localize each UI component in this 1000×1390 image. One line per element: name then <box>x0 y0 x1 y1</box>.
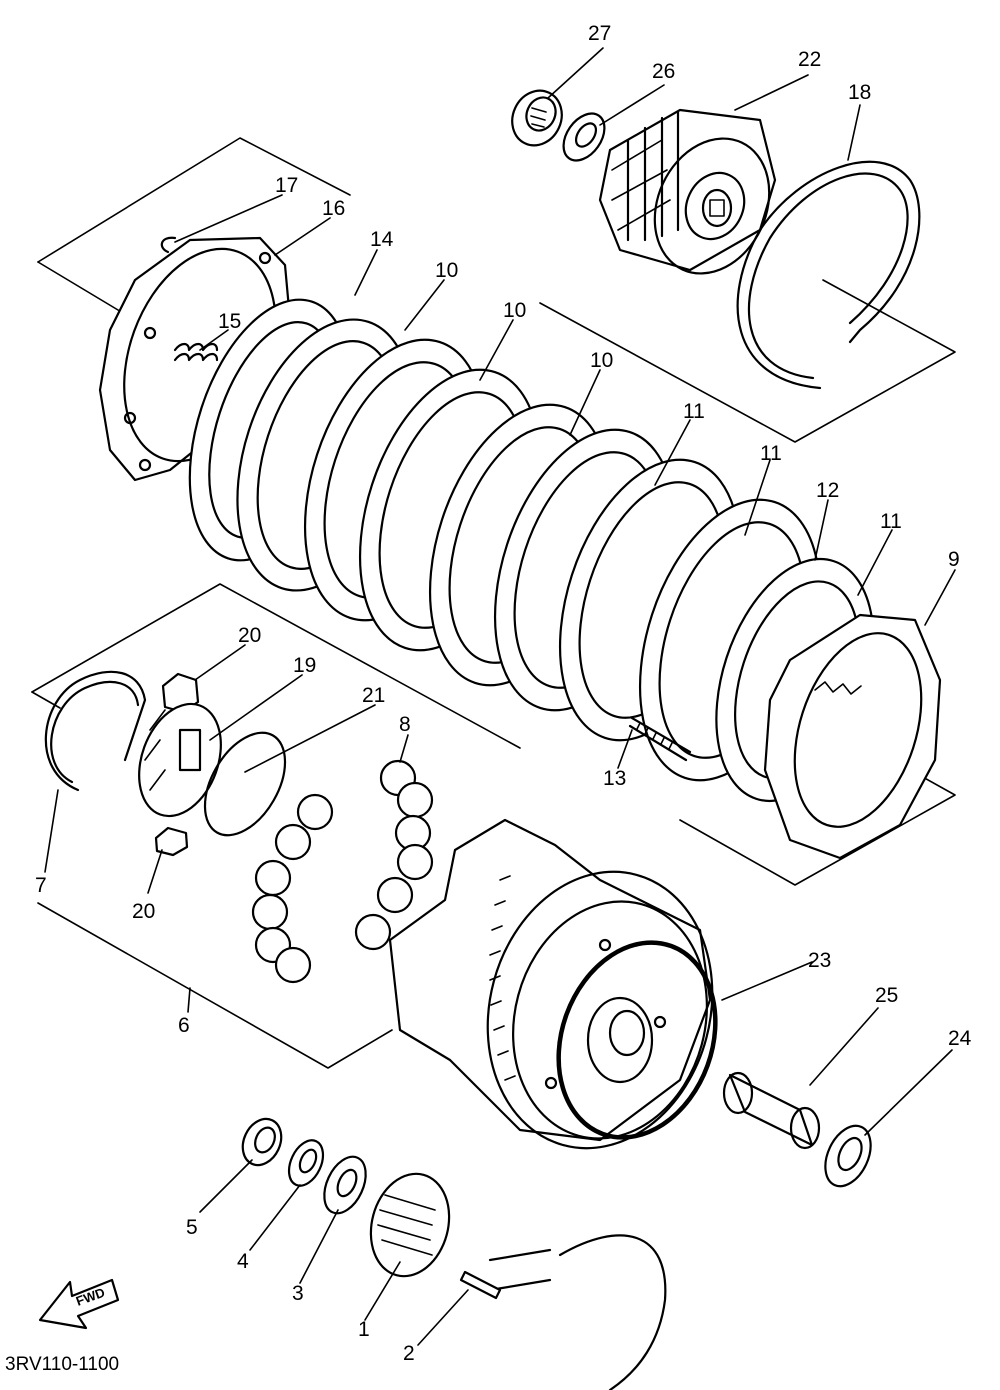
part-20-slider-top <box>161 672 200 714</box>
callout-20-bottom: 20 <box>132 900 155 923</box>
part-6-clutch-housing <box>388 818 718 1150</box>
part-27-nut <box>511 89 563 147</box>
part-2-key <box>459 1270 502 1300</box>
diagram-code: 3RV110-1100 <box>5 1354 119 1375</box>
callout-25: 25 <box>875 984 898 1007</box>
callout-24: 24 <box>948 1027 972 1050</box>
callout-11a: 11 <box>683 400 705 423</box>
part-18-circlip <box>736 160 921 390</box>
part-8-balls <box>354 759 434 951</box>
part-15-spring <box>173 342 219 362</box>
callout-10b: 10 <box>503 299 526 322</box>
part-13-push-rod <box>628 716 692 762</box>
callout-2: 2 <box>403 1342 415 1365</box>
callout-7: 7 <box>35 874 47 897</box>
part-7-circlip <box>44 670 147 792</box>
part-5-nut <box>241 1117 283 1167</box>
part-1-gear <box>369 1172 451 1278</box>
callout-8: 8 <box>399 713 411 736</box>
callout-13: 13 <box>603 767 626 790</box>
callout-9: 9 <box>948 548 960 571</box>
callout-27: 27 <box>588 22 611 45</box>
callout-22: 22 <box>798 48 821 71</box>
upper-group-frame <box>37 137 956 443</box>
callout-18: 18 <box>848 81 871 104</box>
part-balls-left <box>251 793 334 984</box>
callout-20-top: 20 <box>238 624 261 647</box>
callout-26: 26 <box>652 60 675 83</box>
callout-labels: 27 26 22 18 17 16 14 10 10 10 10 11 11 1… <box>35 22 972 1365</box>
callout-17: 17 <box>275 174 298 197</box>
callout-15: 15 <box>218 310 241 333</box>
callout-12: 12 <box>816 479 839 502</box>
callout-3: 3 <box>292 1282 304 1305</box>
callout-4: 4 <box>237 1250 249 1273</box>
callout-21: 21 <box>362 684 385 707</box>
callout-6: 6 <box>178 1014 190 1037</box>
part-4-washer <box>287 1139 325 1187</box>
part-22-clutch-boss <box>598 108 777 275</box>
callout-14: 14 <box>370 228 394 251</box>
leader-lines <box>44 47 956 1346</box>
part-24-washer <box>824 1124 872 1188</box>
callout-11b: 11 <box>760 442 782 465</box>
part-20-slider-bottom <box>154 826 189 857</box>
arrow-left-icon: FWD <box>38 1278 120 1330</box>
shaft <box>488 1234 667 1390</box>
callout-10c: 10 <box>590 349 613 372</box>
callout-16: 16 <box>322 197 345 220</box>
part-26-washer <box>562 112 606 162</box>
callout-11c: 11 <box>880 510 902 533</box>
part-3-washer <box>323 1155 367 1215</box>
clutch-plate-stack <box>188 298 942 860</box>
callout-5: 5 <box>186 1216 198 1239</box>
callout-23: 23 <box>808 949 831 972</box>
part-17-clip <box>160 236 177 254</box>
callout-19: 19 <box>293 654 316 677</box>
callout-1: 1 <box>358 1318 370 1341</box>
part-21-ring <box>203 731 287 837</box>
callout-10a: 10 <box>435 259 458 282</box>
part-19-cam <box>138 702 222 818</box>
part-25-spacer <box>722 1071 821 1150</box>
